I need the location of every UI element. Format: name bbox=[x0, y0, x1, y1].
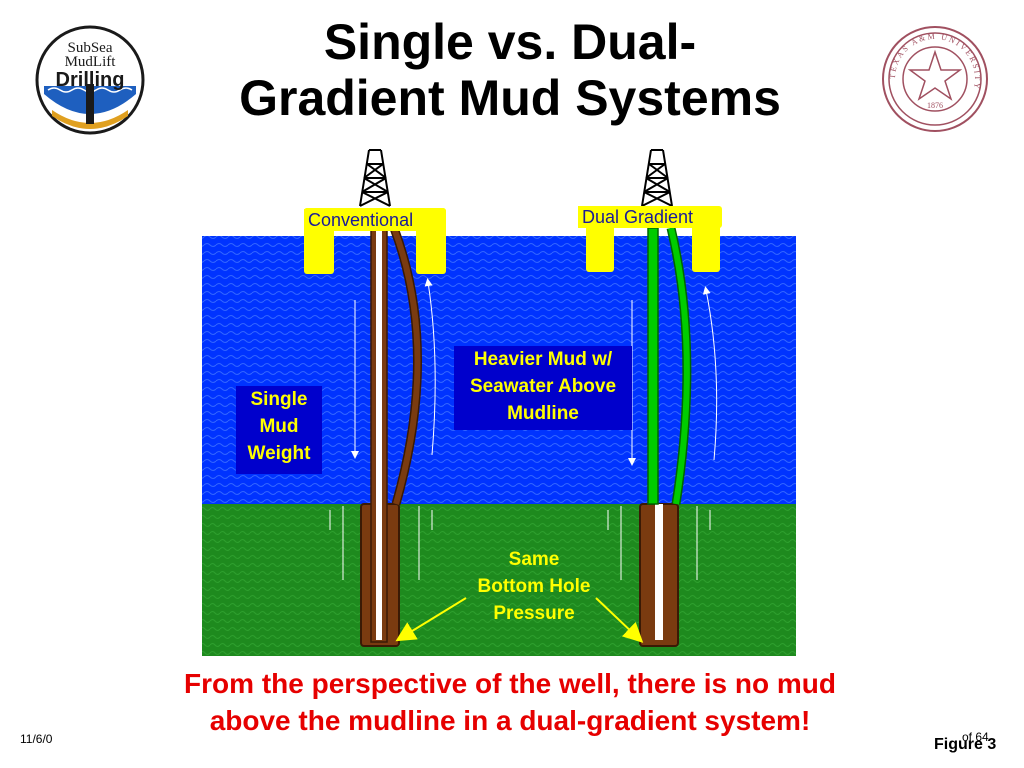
derrick-dual-gradient bbox=[641, 149, 673, 207]
heavier-mud-box: Heavier Mud w/ Seawater Above Mudline bbox=[454, 346, 632, 430]
same-line-1: Same bbox=[508, 549, 560, 570]
message-line-1: From the perspective of the well, there … bbox=[184, 668, 836, 699]
heavier-line-3: Mudline bbox=[507, 403, 579, 424]
conclusion-message: From the perspective of the well, there … bbox=[90, 665, 930, 739]
pressure-arrow-left bbox=[395, 597, 467, 642]
logo-line-1: SubSea bbox=[68, 40, 113, 56]
title-line-1: Single vs. Dual- bbox=[323, 14, 697, 70]
seal-year: 1876 bbox=[927, 101, 943, 110]
heavier-line-1: Heavier Mud w/ bbox=[473, 349, 613, 370]
formation-lines bbox=[329, 506, 711, 580]
heavier-line-2: Seawater Above bbox=[469, 376, 617, 397]
single-line-3: Weight bbox=[247, 443, 311, 464]
slide-title: Single vs. Dual- Gradient Mud Systems bbox=[150, 14, 870, 126]
single-line-1: Single bbox=[250, 389, 308, 410]
texas-am-seal-logo: TEXAS A&M UNIVERSITY 1876 bbox=[882, 26, 988, 132]
same-bhp-label: Same Bottom Hole Pressure bbox=[454, 546, 614, 627]
footer-page-count: of 64 bbox=[962, 730, 989, 744]
conventional-label: Conventional bbox=[304, 209, 418, 231]
message-line-2: above the mudline in a dual-gradient sys… bbox=[209, 705, 811, 736]
subsea-mudlift-logo: SubSea MudLift Drilling bbox=[35, 25, 145, 135]
logo-line-3: Drilling bbox=[56, 69, 125, 91]
dual-gradient-label: Dual Gradient bbox=[578, 206, 698, 228]
same-line-2: Bottom Hole bbox=[477, 576, 591, 597]
derrick-conventional bbox=[359, 149, 391, 207]
same-line-3: Pressure bbox=[493, 603, 575, 624]
logo-line-2: MudLift bbox=[65, 54, 117, 70]
well-dual-gradient bbox=[628, 226, 718, 647]
single-line-2: Mud bbox=[259, 416, 299, 437]
figure-label: Figure 3 bbox=[934, 736, 997, 753]
single-mud-weight-box: Single Mud Weight bbox=[236, 386, 322, 474]
well-conventional bbox=[351, 226, 436, 647]
pressure-arrow-right bbox=[595, 597, 644, 643]
title-line-2: Gradient Mud Systems bbox=[239, 70, 781, 126]
footer-date: 11/6/0 bbox=[20, 732, 53, 746]
